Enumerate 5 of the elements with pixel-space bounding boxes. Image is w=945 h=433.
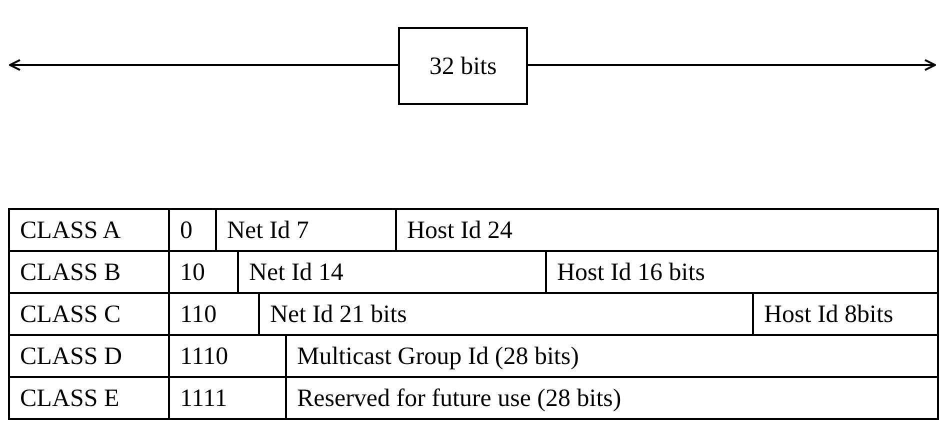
class-name-cell: CLASS E [8, 376, 170, 420]
field-cell: Reserved for future use (28 bits) [285, 376, 939, 420]
dimension-label: 32 bits [398, 27, 528, 105]
class-name-cell: CLASS A [8, 208, 170, 252]
field-cell: Host Id 24 [395, 208, 939, 252]
